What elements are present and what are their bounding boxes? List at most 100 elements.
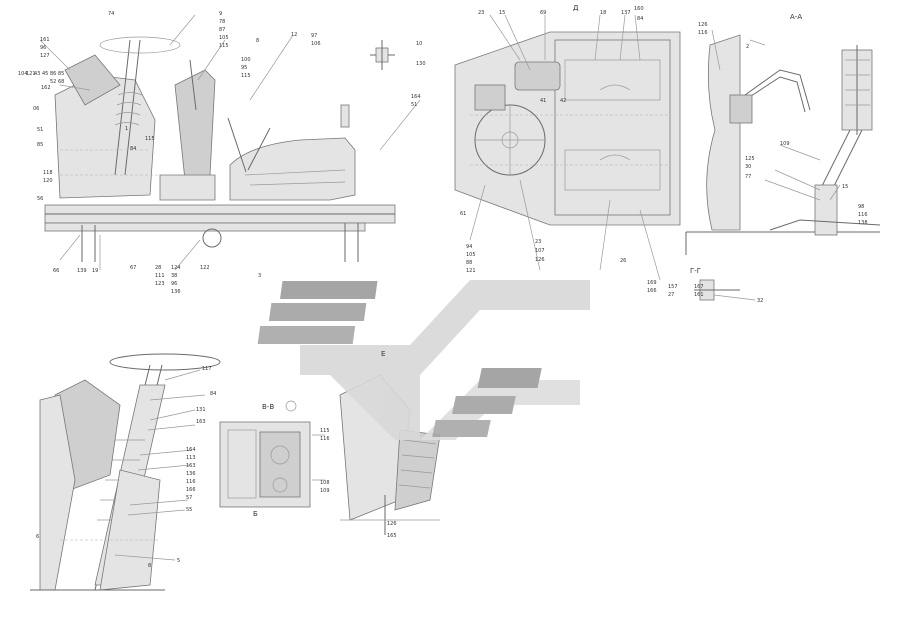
callout: 23 <box>478 10 484 16</box>
callout: 106 <box>311 41 321 47</box>
callout: 23 <box>535 239 541 245</box>
callout: 84 <box>130 146 136 152</box>
callout: 51 <box>37 127 43 133</box>
callout: 115 <box>241 73 251 79</box>
callout: 85 <box>58 71 64 77</box>
callout: 61 <box>460 211 466 217</box>
callout: 77 <box>745 174 751 180</box>
callout: 88 <box>466 260 472 266</box>
callout: 163 <box>186 463 196 469</box>
callout: 43 <box>34 71 40 77</box>
callout: 165 <box>387 533 397 539</box>
callout: 10 <box>416 41 422 47</box>
callout: 86 <box>50 71 56 77</box>
callout: 27 <box>668 292 674 298</box>
section-callouts: 126 116 2 109 125 30 77 15 98 116 138 16… <box>694 22 868 304</box>
section-aa-title: А-А <box>790 13 802 21</box>
callout: 32 <box>757 298 763 304</box>
callout: 121 <box>466 268 476 274</box>
callout: 166 <box>186 487 196 493</box>
callout: 42 <box>560 98 566 104</box>
callout: 126 <box>387 521 397 527</box>
top-view-callouts: 23 15 69 18 137 160 84 61 94 105 88 121 … <box>460 6 678 298</box>
callout: 94 <box>466 244 472 250</box>
callout: 74 <box>108 11 114 17</box>
callout: 117 <box>202 366 212 372</box>
callout: 164 <box>411 94 421 100</box>
callout: 115 <box>320 428 330 434</box>
callout: 30 <box>745 164 751 170</box>
watermark-bar-2 <box>268 303 367 321</box>
view-e-title: Е <box>381 350 385 358</box>
callout: 8 <box>148 563 151 569</box>
callout: 26 <box>620 258 626 264</box>
callout: 127 <box>40 53 50 59</box>
callout: 5 <box>177 558 180 564</box>
callout: 3 <box>258 273 261 279</box>
callout: 116 <box>186 479 196 485</box>
callout: 139 <box>77 268 87 274</box>
watermark-bar-5 <box>452 396 516 414</box>
callout: 157 <box>668 284 678 290</box>
watermark-logo <box>257 280 590 440</box>
callout: 121 <box>26 71 36 77</box>
label-b: Б <box>253 510 258 518</box>
callout: 96 <box>171 281 177 287</box>
callout: 137 <box>621 10 631 16</box>
callout: 126 <box>535 257 545 263</box>
watermark-bar-1 <box>279 281 378 299</box>
detail-fitting <box>340 40 395 128</box>
callout: 105 <box>219 35 229 41</box>
callout: 52 <box>50 79 56 85</box>
callout: 124 <box>171 265 181 271</box>
view-e-callouts: 115 116 108 109 126 165 <box>320 428 397 539</box>
callout: 131 <box>196 407 206 413</box>
callout: 9 <box>219 11 222 17</box>
callout: 1 <box>125 126 128 132</box>
side-view-callouts: 9 78 87 105 115 8 100 95 115 12 97 106 1… <box>18 11 426 295</box>
callout: 6 <box>36 534 39 540</box>
watermark-bar-6 <box>432 420 491 437</box>
section-gg-title: Г-Г <box>690 267 701 275</box>
side-view-drawing <box>39 14 421 271</box>
callout: 169 <box>647 280 657 286</box>
callout: 85 <box>37 142 43 148</box>
callout: 136 <box>186 471 196 477</box>
watermark-chevron-large <box>300 280 590 440</box>
callout: 122 <box>200 265 210 271</box>
section-bb-title: В-В <box>262 403 274 411</box>
callout: 136 <box>171 289 181 295</box>
callout: 56 <box>37 196 43 202</box>
section-aa-drawing <box>685 29 881 255</box>
top-view-drawing <box>454 14 681 281</box>
callout: 116 <box>858 212 868 218</box>
callout: 38 <box>171 273 177 279</box>
callout: 105 <box>466 252 476 258</box>
callout: 67 <box>130 265 136 271</box>
callout: 104 <box>18 71 28 77</box>
callout: 12 <box>291 32 297 38</box>
callout: 69 <box>540 10 546 16</box>
callout: 115 <box>145 136 155 142</box>
callout: 15 <box>842 184 848 190</box>
callout: 125 <box>745 156 755 162</box>
watermark-bar-4 <box>477 368 542 388</box>
view-d-title: Д <box>573 4 579 12</box>
callout: 118 <box>43 170 53 176</box>
watermark-bar-3 <box>257 326 356 344</box>
callout: 51 <box>411 102 417 108</box>
callout: 15 <box>499 10 505 16</box>
callout: 96 <box>40 45 46 51</box>
callout: 162 <box>41 85 51 91</box>
callout: 130 <box>416 61 426 67</box>
callout: 126 <box>698 22 708 28</box>
callout: 78 <box>219 19 225 25</box>
callout: 108 <box>320 480 330 486</box>
callout: 116 <box>320 436 330 442</box>
callout: 97 <box>311 33 317 39</box>
callout: 95 <box>241 65 247 71</box>
callout: 120 <box>43 178 53 184</box>
callout: 8 <box>256 38 259 44</box>
callout: 41 <box>540 98 546 104</box>
